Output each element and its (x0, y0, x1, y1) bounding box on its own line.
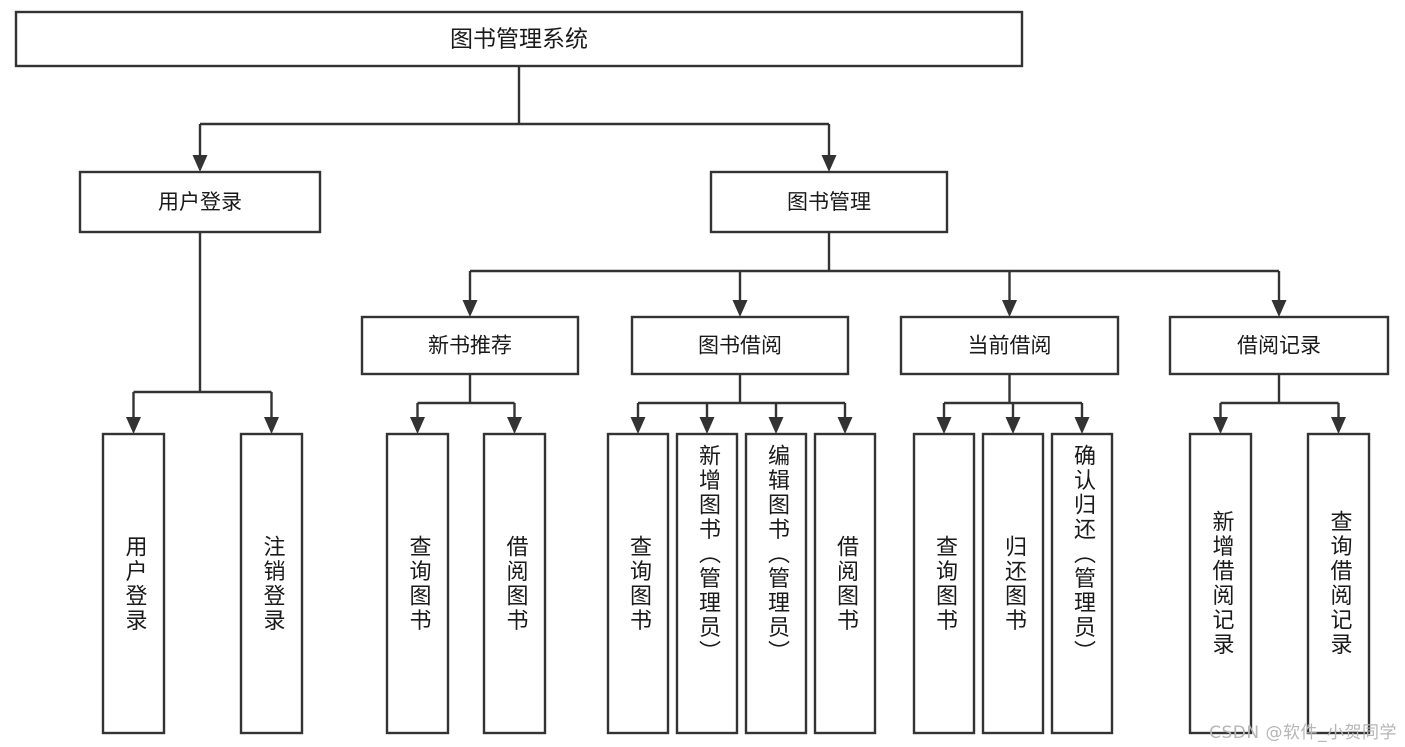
node-l3-label-图书借阅: 图书借阅 (698, 334, 782, 358)
arrow-icon-books-2 (1002, 300, 1017, 317)
node-l3-图书借阅[interactable] (630, 315, 850, 376)
node-leaf-6-编辑图书管理员[interactable] (744, 432, 808, 735)
arrow-icon-records-0 (1213, 417, 1228, 434)
arrow-icon-books-3 (1271, 300, 1287, 317)
arrow-icon-login-0 (126, 417, 141, 434)
node-leaf-5-新增图书管理员[interactable] (675, 432, 739, 735)
arrow-icon-borrow-0 (630, 417, 646, 434)
node-leaf-8-查询图书[interactable] (912, 432, 976, 735)
node-l2-图书管理[interactable] (709, 170, 949, 234)
node-leaf-11-新增借阅记录[interactable] (1188, 432, 1253, 735)
arrow-icon-records-1 (1331, 417, 1346, 434)
node-leaf-9-归还图书[interactable] (981, 432, 1045, 735)
node-root-label: 图书管理系统 (450, 27, 588, 53)
node-l3-借阅记录[interactable] (1168, 315, 1390, 376)
arrow-icon-borrow-3 (837, 417, 853, 434)
node-root[interactable] (14, 10, 1024, 68)
node-l3-label-新书推荐: 新书推荐 (428, 334, 512, 358)
watermark: CSDN @软件_小贺同学 (1209, 723, 1397, 743)
arrow-icon-books-1 (732, 300, 748, 317)
arrow-icon-root-1 (821, 155, 837, 172)
arrow-icon-current-2 (1074, 417, 1090, 434)
arrow-icon-recommend-0 (410, 417, 425, 434)
arrow-icon-books-0 (462, 300, 478, 317)
arrow-icon-root-0 (192, 155, 208, 172)
arrow-icon-login-1 (264, 417, 279, 434)
node-l3-新书推荐[interactable] (360, 315, 580, 376)
node-l2-label-图书管理: 图书管理 (787, 190, 871, 214)
node-leaf-7-借阅图书[interactable] (813, 432, 877, 735)
connectors-layer (126, 66, 1346, 434)
node-l2-label-用户登录: 用户登录 (158, 190, 242, 214)
node-leaf-1-注销登录[interactable] (239, 432, 304, 735)
node-l2-用户登录[interactable] (78, 170, 322, 234)
arrow-icon-borrow-2 (768, 417, 784, 434)
node-l3-label-借阅记录: 借阅记录 (1237, 334, 1321, 358)
boxes-layer (14, 10, 1390, 735)
node-leaf-3-借阅图书[interactable] (482, 432, 547, 735)
node-leaf-2-查询图书[interactable] (385, 432, 450, 735)
arrow-icon-current-1 (1005, 417, 1021, 434)
node-leaf-0-用户登录[interactable] (101, 432, 166, 735)
node-leaf-10-确认归还管理员[interactable] (1050, 432, 1114, 735)
arrow-icon-current-0 (936, 417, 952, 434)
node-l3-当前借阅[interactable] (899, 315, 1120, 376)
node-leaf-4-查询图书[interactable] (606, 432, 670, 735)
arrow-icon-recommend-1 (507, 417, 522, 434)
node-leaf-12-查询借阅记录[interactable] (1306, 432, 1371, 735)
node-l3-label-当前借阅: 当前借阅 (968, 334, 1052, 358)
arrow-icon-borrow-1 (699, 417, 715, 434)
